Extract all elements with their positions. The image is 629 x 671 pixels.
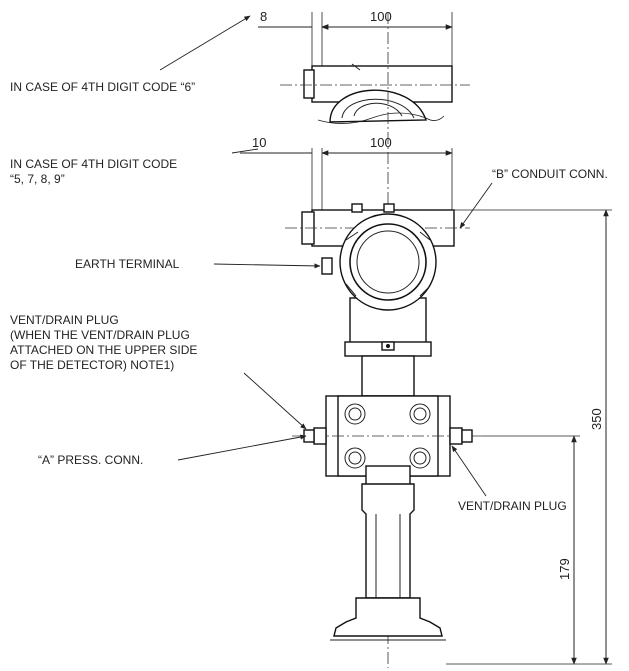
dim-top-width-code-5789: 100: [370, 135, 392, 150]
dim-lower-height: 179: [557, 558, 572, 580]
label-press-connection: “A” PRESS. CONN.: [38, 453, 143, 467]
transmitter-housing: L: [285, 203, 470, 377]
vent-plug-lower-callout: VENT/DRAIN PLUG: [451, 445, 567, 513]
label-case-code-5789-line2: “5, 7, 8, 9”: [10, 172, 65, 186]
press-connection-callout: “A” PRESS. CONN.: [38, 434, 307, 467]
dim-top-offset-code-6: 8: [260, 9, 267, 24]
vent-plug-upper-callout: VENT/DRAIN PLUG (WHEN THE VENT/DRAIN PLU…: [10, 313, 307, 430]
label-case-code-6: IN CASE OF 4TH DIGIT CODE “6”: [10, 80, 195, 94]
dim-overall-height: 350: [589, 408, 604, 430]
conduit-callout: “B” CONDUIT CONN.: [459, 167, 608, 229]
detector-body: [292, 355, 482, 487]
dimension-code-5789: 10 100 IN CASE OF 4TH DIGIT CODE “5, 7, …: [10, 135, 453, 210]
label-case-code-5789-line1: IN CASE OF 4TH DIGIT CODE: [10, 157, 177, 171]
dim-top-offset-code-5789: 10: [252, 135, 266, 150]
label-earth-terminal: EARTH TERMINAL: [75, 257, 180, 271]
stem-and-base: [330, 483, 446, 641]
height-dimensions: 350 179: [446, 209, 612, 665]
label-vent-lower: VENT/DRAIN PLUG: [458, 499, 567, 513]
label-vent-upper-1: VENT/DRAIN PLUG: [10, 313, 119, 327]
label-vent-upper-4: OF THE DETECTOR) NOTE1): [10, 358, 174, 372]
label-vent-upper-2: (WHEN THE VENT/DRAIN PLUG: [10, 328, 190, 342]
label-conduit-connection: “B” CONDUIT CONN.: [492, 167, 608, 181]
dim-top-width-code-6: 100: [370, 9, 392, 24]
label-vent-upper-3: ATTACHED ON THE UPPER SIDE: [10, 343, 197, 357]
earth-terminal-callout: EARTH TERMINAL: [75, 257, 321, 271]
top-view-code-6: 8 100 IN CASE OF 4TH DIGIT CODE “6”: [10, 9, 470, 124]
